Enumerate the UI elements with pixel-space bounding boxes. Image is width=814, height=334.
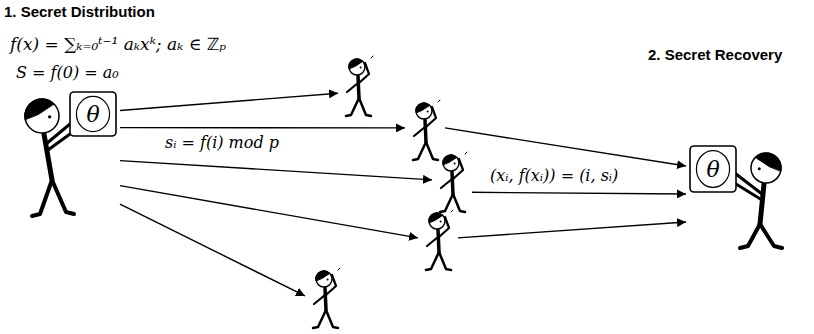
figure-head bbox=[429, 213, 445, 229]
arrow-connector bbox=[445, 128, 686, 166]
participant-figure bbox=[405, 100, 445, 162]
secret-card bbox=[70, 92, 116, 136]
figure-outline bbox=[305, 268, 345, 330]
figure-stroke bbox=[760, 224, 782, 248]
figure-stroke bbox=[453, 194, 465, 212]
secret-card bbox=[690, 146, 736, 192]
figure-stroke bbox=[52, 180, 74, 214]
participant-figure bbox=[305, 268, 345, 330]
figure-stroke bbox=[438, 100, 440, 102]
figure-outline bbox=[686, 138, 802, 250]
figure-eye bbox=[48, 115, 51, 118]
figure-hair bbox=[756, 153, 782, 171]
figure-stroke bbox=[325, 288, 326, 310]
secret-symbol: θ bbox=[70, 92, 116, 136]
figure-hair bbox=[416, 103, 430, 113]
figure-hair bbox=[429, 213, 443, 223]
participant-figure bbox=[418, 210, 458, 272]
figure-outline bbox=[338, 56, 378, 118]
person-figure bbox=[690, 146, 782, 248]
figure-eye bbox=[758, 167, 761, 170]
figure-stroke bbox=[736, 184, 762, 200]
figure-stroke bbox=[48, 134, 70, 150]
person-figure bbox=[25, 92, 116, 216]
figure-head bbox=[349, 59, 365, 75]
figure-hair bbox=[349, 59, 363, 69]
figure-stroke bbox=[451, 210, 453, 212]
arrow-connector bbox=[120, 127, 405, 129]
dealer-figure: θ bbox=[12, 88, 120, 220]
figure-stroke bbox=[359, 98, 371, 116]
figure-head bbox=[443, 155, 459, 171]
figure-stroke bbox=[346, 98, 359, 116]
figure-hair bbox=[25, 99, 54, 120]
figure-stroke bbox=[413, 142, 426, 160]
figure-stroke bbox=[313, 310, 326, 328]
figure-hair bbox=[443, 155, 457, 165]
figure-hair bbox=[316, 271, 330, 281]
figure-eye bbox=[327, 278, 329, 280]
figure-stroke bbox=[760, 184, 764, 224]
figure-stroke bbox=[439, 252, 451, 270]
arrow-connector bbox=[120, 93, 338, 110]
arrow-connector bbox=[472, 192, 686, 194]
person-figure bbox=[346, 56, 373, 116]
figure-stroke bbox=[414, 127, 425, 136]
edge-label: sᵢ = f(i) mod p bbox=[163, 133, 281, 152]
figure-outline bbox=[405, 100, 445, 162]
participant-figure bbox=[432, 152, 472, 214]
formula: S = f(0) = a₀ bbox=[16, 63, 119, 82]
formula: f(x) = ∑ₖ₌₀ᵗ⁻¹ aₖxᵏ; aₖ ∈ ℤₚ bbox=[10, 34, 226, 54]
figure-stroke bbox=[314, 295, 325, 304]
figure-stroke bbox=[465, 152, 467, 154]
arrow-connector bbox=[120, 204, 305, 296]
person-figure bbox=[413, 100, 440, 160]
figure-eye bbox=[360, 66, 362, 68]
figure-stroke bbox=[740, 224, 760, 248]
figure-stroke bbox=[426, 252, 439, 270]
arrow-connector bbox=[458, 222, 686, 238]
figure-stroke bbox=[426, 142, 438, 160]
arrow-connector bbox=[120, 161, 432, 180]
person-figure bbox=[313, 268, 340, 328]
section-heading: 2. Secret Recovery bbox=[648, 46, 782, 63]
person-figure bbox=[426, 210, 453, 270]
participant-figure bbox=[338, 56, 378, 118]
person-figure bbox=[440, 152, 467, 212]
figure-outline bbox=[12, 88, 120, 220]
figure-stroke bbox=[441, 179, 452, 188]
figure-head bbox=[25, 99, 59, 133]
recoverer-figure: θ bbox=[686, 138, 802, 250]
figure-stroke bbox=[438, 230, 439, 252]
figure-stroke bbox=[425, 120, 426, 142]
figure-stroke bbox=[347, 83, 358, 92]
figure-stroke bbox=[358, 76, 359, 98]
arrow-connector bbox=[120, 186, 418, 238]
figure-stroke bbox=[371, 56, 373, 58]
figure-eye bbox=[427, 110, 429, 112]
figure-head bbox=[316, 271, 332, 287]
figure-head bbox=[416, 103, 432, 119]
figure-stroke bbox=[338, 268, 340, 270]
edge-label: (xᵢ, f(xᵢ)) = (i, sᵢ) bbox=[488, 166, 620, 185]
figure-stroke bbox=[326, 310, 338, 328]
figure-outline bbox=[418, 210, 458, 272]
section-heading: 1. Secret Distribution bbox=[4, 3, 155, 20]
figure-stroke bbox=[427, 237, 438, 246]
figure-eye bbox=[454, 162, 456, 164]
figure-outline bbox=[432, 152, 472, 214]
figure-stroke bbox=[452, 172, 453, 194]
figure-eye bbox=[440, 220, 442, 222]
figure-head bbox=[751, 153, 781, 183]
figure-stroke bbox=[440, 194, 453, 212]
figure-stroke bbox=[32, 180, 52, 216]
secret-symbol: θ bbox=[690, 146, 736, 192]
